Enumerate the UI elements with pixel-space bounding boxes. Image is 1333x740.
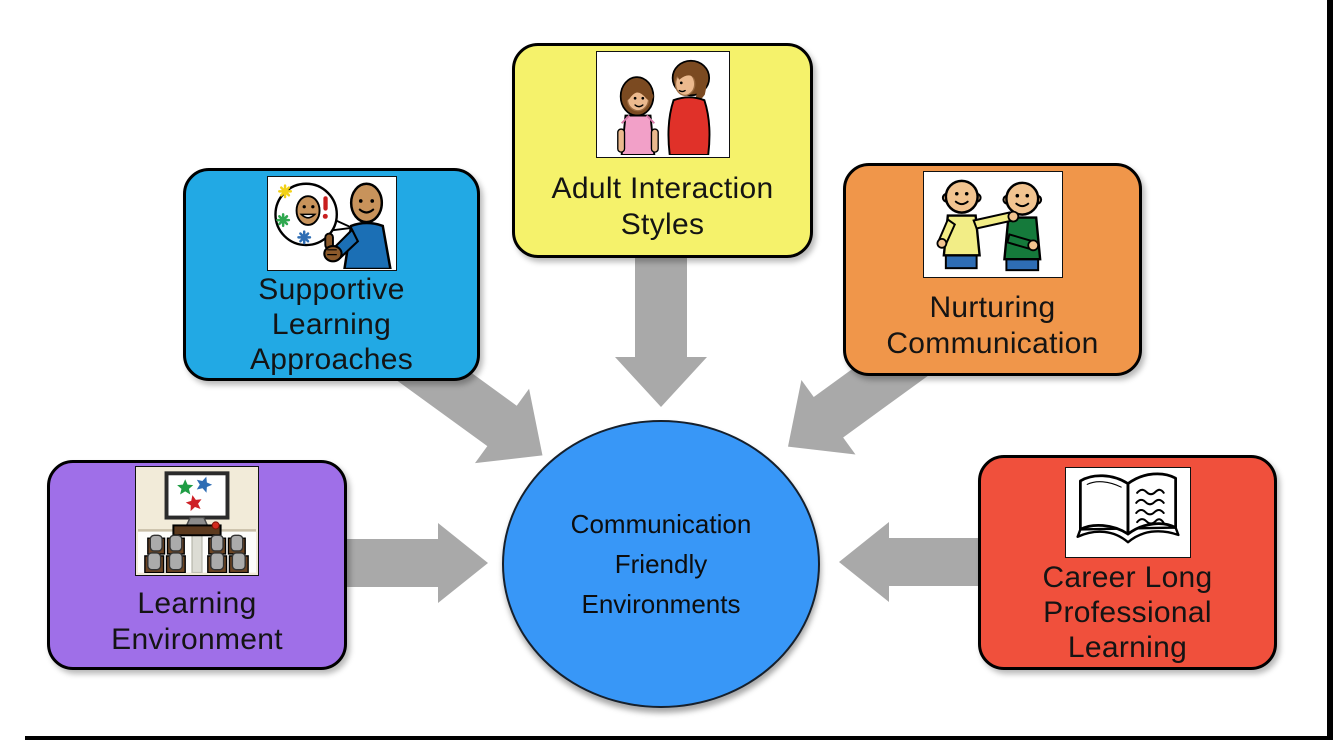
- node-career-long-professional-learning: Career Long Professional Learning: [978, 455, 1277, 670]
- node-learning-environment: Learning Environment: [47, 460, 347, 670]
- frame-edge-right: [1327, 0, 1333, 740]
- frame-edge-bottom: [25, 736, 1333, 740]
- arrow-career-to-center: [839, 522, 986, 602]
- thumbs-up-speech-bubble-icon: [266, 176, 397, 271]
- node-adult-interaction-styles: Adult Interaction Styles: [512, 43, 813, 258]
- arrow-adult-to-center: [615, 250, 707, 407]
- node-supportive-learning-approaches: Supportive Learning Approaches: [183, 168, 480, 381]
- node-label: Career Long Professional Learning: [1042, 560, 1213, 665]
- friends-shoulder-pat-icon: [922, 171, 1063, 278]
- center-node-communication-friendly-environments: Communication Friendly Environments: [502, 420, 820, 708]
- adult-and-child-icon: [595, 51, 730, 158]
- node-label: Nurturing Communication: [886, 291, 1099, 360]
- open-book-icon: [1064, 467, 1191, 558]
- node-label: Adult Interaction Styles: [551, 172, 774, 241]
- arrow-environment-to-center: [340, 523, 488, 603]
- node-label: Learning Environment: [111, 587, 283, 656]
- classroom-icon: [135, 466, 259, 576]
- node-nurturing-communication: Nurturing Communication: [843, 163, 1142, 376]
- node-label: Supportive Learning Approaches: [249, 272, 414, 377]
